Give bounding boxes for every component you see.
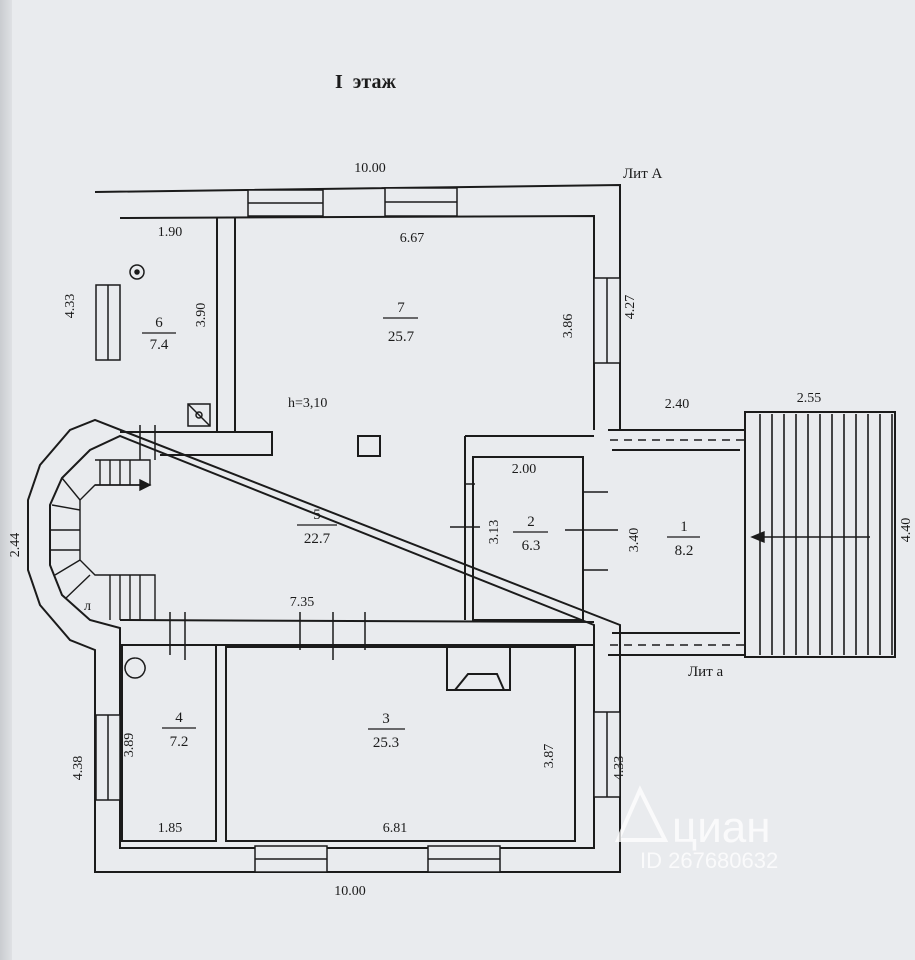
boiler-symbol <box>129 264 145 280</box>
room-4-area: 7.2 <box>170 734 189 750</box>
room-7-number: 7 <box>397 300 405 316</box>
paper-edge <box>0 0 12 960</box>
room-6-number: 6 <box>155 315 163 331</box>
height-note: h=3,10 <box>288 396 327 411</box>
entrance-arrow <box>750 530 870 544</box>
room-1-area: 8.2 <box>675 543 694 559</box>
dim-room7-height: 3.86 <box>561 314 576 339</box>
dim-room1-height-outer: 4.40 <box>899 518 914 543</box>
dim-room3-width: 6.81 <box>383 821 408 836</box>
dim-right-bottom: 4.33 <box>612 756 627 781</box>
dim-room5-width: 7.35 <box>290 595 315 610</box>
dim-bottom-outer: 10.00 <box>334 884 366 899</box>
dim-room1-height-inner: 3.40 <box>627 528 642 553</box>
stair-letter: л <box>84 599 91 614</box>
spiral-staircase <box>50 459 156 620</box>
cian-logo-icon <box>614 785 669 842</box>
dim-room4-width: 1.85 <box>158 821 183 836</box>
room-3-walls <box>225 646 576 842</box>
dim-steps-width: 2.55 <box>797 391 822 406</box>
dim-room7-width: 6.67 <box>400 231 425 246</box>
dim-left-top: 4.33 <box>63 294 78 319</box>
watermark-id: ID 267680632 <box>640 848 778 873</box>
cian-watermark: циан ID 267680632 <box>614 785 778 873</box>
lit-a-lower: Лит а <box>688 664 724 680</box>
room-1-number: 1 <box>680 519 688 535</box>
room-2-area: 6.3 <box>522 538 541 554</box>
room-4-number: 4 <box>175 710 183 726</box>
dim-room6-height: 3.90 <box>194 303 209 328</box>
dim-room4-height: 3.89 <box>122 733 137 758</box>
room-2-walls <box>472 456 584 621</box>
dim-room2-width: 2.00 <box>512 462 537 477</box>
dim-room3-height: 3.87 <box>542 744 557 769</box>
room-5-number: 5 <box>313 507 321 523</box>
room-4-walls <box>121 644 217 842</box>
floor-title: I этаж <box>335 71 396 93</box>
dim-top-outer: 10.00 <box>354 161 386 176</box>
room-7-area: 25.7 <box>388 329 415 345</box>
dim-right-top: 4.27 <box>623 295 638 320</box>
room-3-number: 3 <box>382 711 390 727</box>
outdoor-steps <box>744 411 896 658</box>
room-6-area: 7.4 <box>150 337 169 353</box>
dim-room6-width: 1.90 <box>158 225 183 240</box>
toilet-symbol <box>124 657 146 679</box>
stove-symbol <box>187 403 211 427</box>
room-2-number: 2 <box>527 514 535 530</box>
dim-porch-width: 2.40 <box>665 397 690 412</box>
dim-room2-height: 3.13 <box>487 520 502 545</box>
room-5-area: 22.7 <box>304 531 331 547</box>
dim-left-mid: 2.44 <box>8 533 23 558</box>
room-3-area: 25.3 <box>373 735 399 751</box>
lit-a-upper: Лит А <box>623 166 663 182</box>
dim-left-bottom: 4.38 <box>71 756 86 781</box>
watermark-brand: циан <box>672 803 771 852</box>
